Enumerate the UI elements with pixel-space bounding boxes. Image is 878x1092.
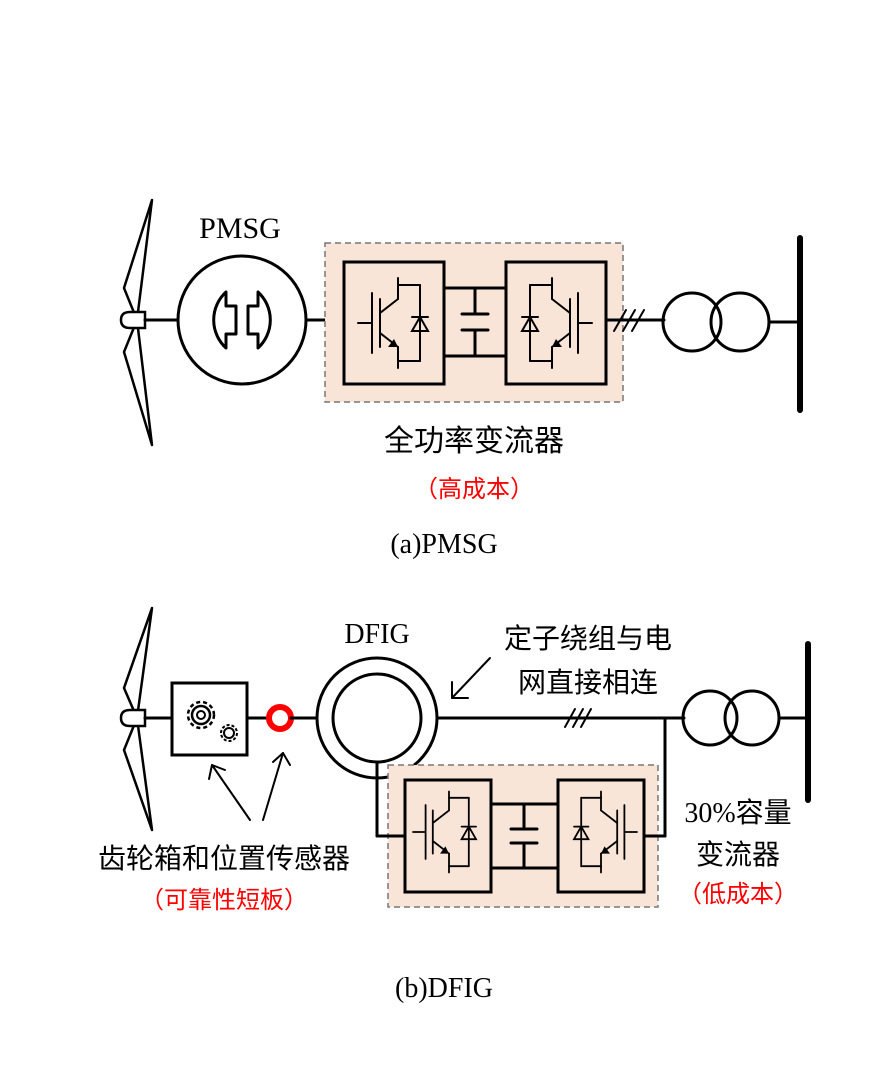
pmsg-caption: (a)PMSG: [390, 529, 497, 560]
gearbox-icon: [170, 681, 249, 757]
stator-note-line1: 定子绕组与电: [504, 623, 672, 655]
three-phase-mark-icon: [564, 708, 592, 728]
stator-arrow-icon: [451, 657, 491, 699]
pmsg-generator-label: PMSG: [199, 212, 281, 245]
converter-type-label: 变流器: [696, 839, 780, 871]
transformer-icon: [661, 291, 771, 353]
dfig-caption: (b)DFIG: [395, 973, 493, 1004]
position-sensor-icon: [266, 704, 294, 732]
pmsg-section: PMSG 全功率变流器 （高成本）: [119, 198, 803, 560]
transformer-icon: [681, 689, 781, 747]
three-phase-mark-icon: [613, 309, 645, 332]
gearbox-arrow-icon: [208, 764, 251, 821]
dfig-generator-icon: [315, 656, 439, 780]
full-power-converter-label: 全功率变流器: [384, 425, 564, 458]
pmsg-generator-icon: [176, 254, 308, 386]
wind-turbine-icon: [119, 606, 154, 832]
dfig-section: DFIG 定子绕组与电 网直接相连: [98, 606, 811, 1004]
wind-turbine-icon: [119, 198, 154, 447]
partial-converter: [375, 716, 667, 908]
converter-capacity-label: 30%容量: [684, 797, 791, 829]
sensor-arrow-icon: [262, 752, 291, 821]
dfig-generator-label: DFIG: [344, 619, 409, 650]
reliability-note: （可靠性短板）: [140, 887, 308, 914]
gearbox-sensor-label: 齿轮箱和位置传感器: [98, 843, 350, 875]
stator-note-line2: 网直接相连: [518, 667, 658, 699]
full-power-converter: [324, 242, 624, 403]
low-cost-note: （低成本）: [678, 881, 798, 908]
high-cost-note: （高成本）: [414, 476, 534, 503]
